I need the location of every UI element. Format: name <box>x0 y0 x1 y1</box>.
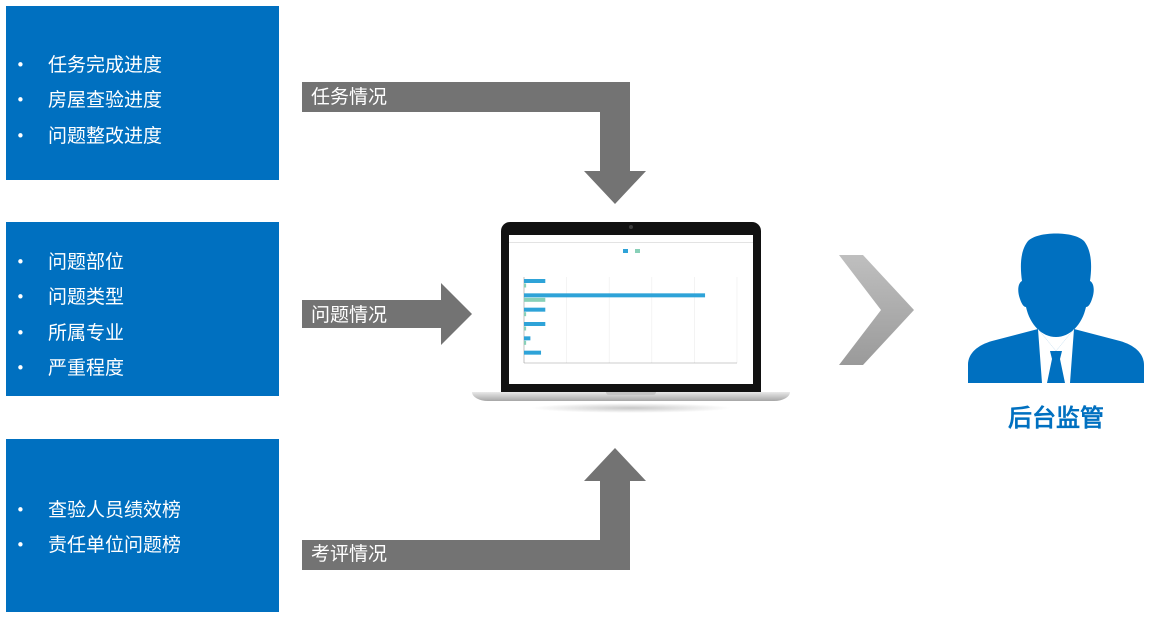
evaluation-list: 查验人员绩效榜 责任单位问题榜 <box>16 493 279 564</box>
list-item: 查验人员绩效榜 <box>16 493 279 529</box>
list-item: 严重程度 <box>16 351 279 387</box>
chart-bar <box>524 307 546 312</box>
chart-bar <box>524 336 531 341</box>
laptop-screen-frame <box>501 222 761 392</box>
bar-chart <box>523 249 738 364</box>
chart-bar <box>524 340 527 345</box>
chart-bar <box>524 279 546 283</box>
chart-bar <box>524 350 542 355</box>
panel-task-progress: 任务完成进度 房屋查验进度 问题整改进度 <box>6 6 279 180</box>
list-item: 责任单位问题榜 <box>16 528 279 564</box>
list-item: 问题类型 <box>16 280 279 316</box>
list-item: 问题部位 <box>16 245 279 281</box>
chart-bar <box>524 293 706 298</box>
screen-titlebar <box>509 235 753 243</box>
panel-issue-analysis: 问题部位 问题类型 所属专业 严重程度 <box>6 222 279 396</box>
chart-bar <box>524 322 546 326</box>
list-item: 任务完成进度 <box>16 48 279 84</box>
laptop <box>470 220 792 415</box>
list-item: 所属专业 <box>16 316 279 352</box>
list-item: 问题整改进度 <box>16 119 279 155</box>
laptop-shadow <box>530 403 732 413</box>
chart-bar <box>524 283 527 288</box>
arrow-issue-to-laptop <box>302 283 472 345</box>
legend-swatch <box>635 249 640 253</box>
person-icon <box>968 233 1144 383</box>
arrow-task-to-laptop <box>302 82 646 204</box>
chevron-right-icon <box>839 255 914 365</box>
laptop-notch <box>606 392 656 395</box>
camera-icon <box>629 225 633 229</box>
laptop-base <box>472 392 790 401</box>
target-label: 后台监管 <box>1008 404 1104 432</box>
laptop-screen <box>509 235 753 384</box>
list-item: 房屋查验进度 <box>16 83 279 119</box>
chart-bar <box>524 312 527 317</box>
legend-swatch <box>623 249 628 253</box>
chart-bar <box>524 326 527 331</box>
arrow-eval-to-laptop <box>302 448 646 570</box>
panel-evaluation: 查验人员绩效榜 责任单位问题榜 <box>6 439 279 612</box>
chart-bar <box>524 297 546 302</box>
issue-analysis-list: 问题部位 问题类型 所属专业 严重程度 <box>16 245 279 387</box>
task-progress-list: 任务完成进度 房屋查验进度 问题整改进度 <box>16 48 279 155</box>
